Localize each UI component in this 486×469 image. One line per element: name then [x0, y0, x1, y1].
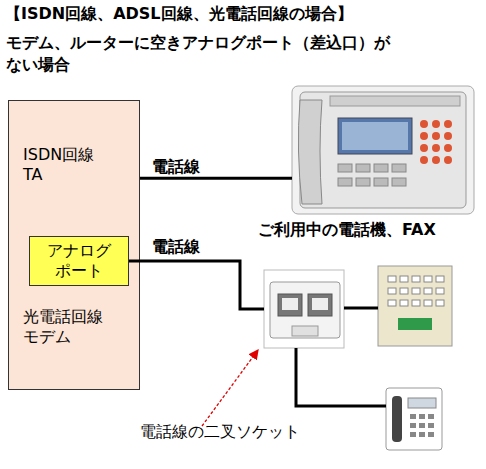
- fax-node: ご利用中の電話機、FAX: [292, 86, 474, 214]
- node-text: 電話線の二叉ソケット: [140, 422, 300, 442]
- edge-label: 電話線: [152, 157, 200, 177]
- telephone-line: [140, 177, 292, 180]
- subtitle: モデム、ルーターに空きアナログポート（差込口）が ない場合: [6, 32, 406, 76]
- edge-label: 電話線: [152, 237, 200, 257]
- node-text: 光電話回線 モデム: [23, 307, 119, 347]
- device-box: ISDN回線 TA 光電話回線 モデム アナログ ポート: [8, 100, 140, 390]
- splitter-node: 電話線の二叉ソケット: [264, 270, 344, 348]
- phone-wire: [296, 348, 386, 406]
- splitter-illustration: [264, 270, 344, 348]
- fax-illustration: [292, 86, 474, 214]
- node-text: アナログ ポート: [37, 241, 121, 281]
- title: 【ISDN回線、ADSL回線、光電話回線の場合】: [5, 4, 353, 24]
- phone-wire: [344, 307, 378, 310]
- node-text: ご利用中の電話機、FAX: [258, 220, 436, 240]
- leader-arrow: [202, 350, 258, 426]
- telephone-line: [129, 261, 264, 309]
- node-text: ISDN回線 TA: [23, 145, 103, 185]
- telephone-illustration: [386, 388, 442, 450]
- port-box: アナログ ポート: [29, 236, 129, 286]
- intercom-illustration: [378, 266, 452, 346]
